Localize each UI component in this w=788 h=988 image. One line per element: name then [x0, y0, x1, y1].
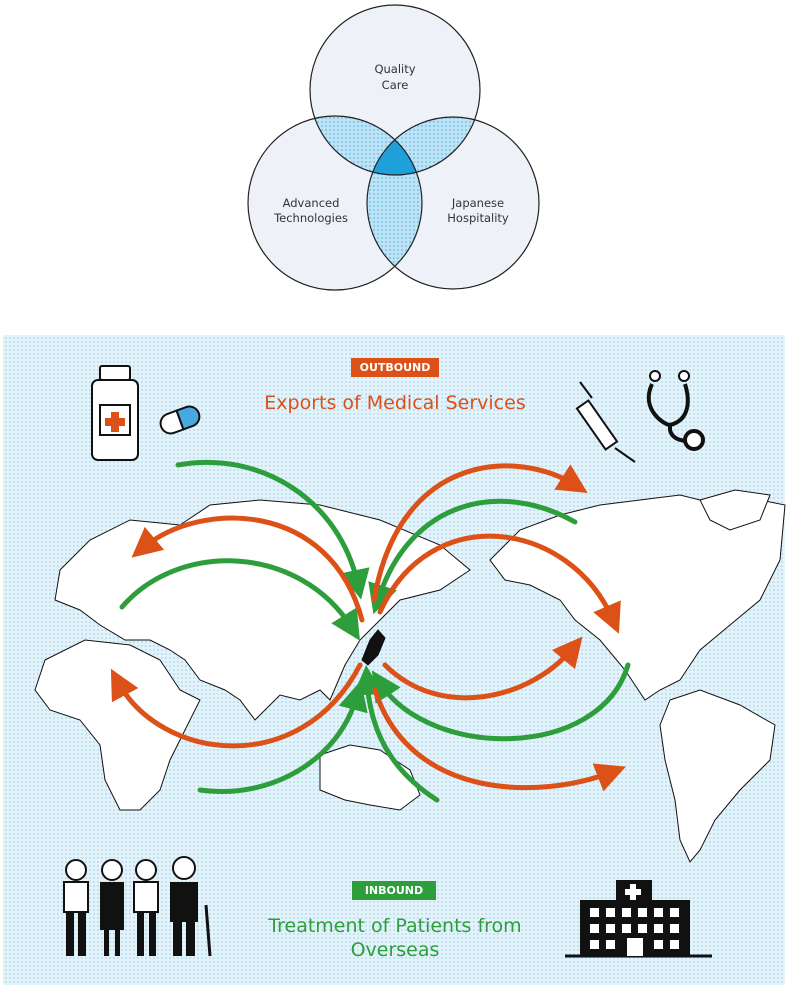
inbound-title-line-2: Overseas — [350, 939, 440, 961]
inbound-arrow — [175, 459, 370, 600]
venn-diagram: Quality Care Advanced Technologies Japan… — [247, 4, 540, 291]
venn-label-japanese: Japanese — [451, 196, 504, 210]
inbound-badge: INBOUND — [352, 881, 436, 900]
inbound-arrow — [119, 558, 360, 641]
landmass-greenland — [699, 489, 771, 531]
inbound-arrow — [197, 680, 368, 794]
outbound-title: Exports of Medical Services — [264, 392, 526, 414]
stethoscope-icon — [647, 370, 705, 451]
capsule-icon — [159, 405, 201, 435]
outbound-arrows — [110, 463, 626, 792]
landmass-japan — [361, 629, 386, 666]
continent-africa — [34, 639, 201, 811]
outbound-arrow — [382, 636, 583, 701]
venn-label-technologies: Technologies — [273, 211, 348, 225]
patients-icon — [63, 856, 212, 957]
inbound-title-line-1: Treatment of Patients from — [268, 915, 522, 937]
outbound-arrow — [110, 662, 363, 749]
venn-label-hospitality: Hospitality — [447, 211, 509, 225]
medicine-bottle-icon — [91, 365, 139, 461]
venn-label-advanced: Advanced — [283, 196, 340, 210]
outbound-badge: OUTBOUND — [351, 358, 439, 377]
inbound-title: Treatment of Patients from Overseas — [200, 914, 590, 962]
inbound-arrow — [368, 498, 578, 615]
syringe-icon — [575, 381, 636, 463]
outbound-arrow — [377, 533, 621, 634]
inbound-arrows — [119, 459, 631, 803]
inbound-arrow — [352, 665, 440, 803]
continent-north-america — [489, 494, 786, 701]
outbound-arrow — [372, 687, 626, 792]
inbound-arrow — [371, 662, 631, 742]
hospital-icon — [565, 880, 712, 958]
outbound-arrow — [131, 515, 365, 623]
venn-label-care: Care — [382, 78, 409, 92]
continent-south-america — [659, 689, 776, 863]
outbound-arrow — [371, 463, 588, 603]
venn-label-quality: Quality — [374, 62, 415, 76]
